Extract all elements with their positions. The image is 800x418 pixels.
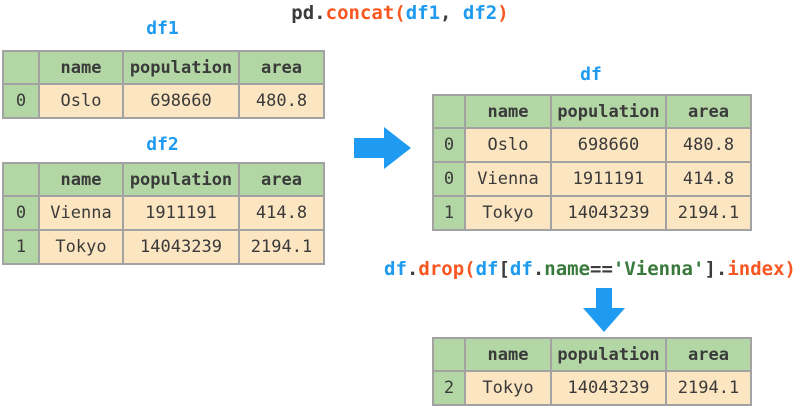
table-row: 0 Oslo 698660 480.8 — [2, 83, 325, 119]
code-token: [ — [498, 258, 510, 280]
header-cell-area: area — [238, 50, 325, 85]
code-concat: pd.concat(df1, df2) — [0, 2, 800, 24]
data-cell: 698660 — [122, 83, 240, 119]
data-cell: 14043239 — [550, 370, 667, 406]
data-cell: 480.8 — [665, 127, 752, 163]
code-token: concat( — [325, 2, 406, 24]
index-header-cell — [2, 162, 40, 197]
table-row: 0 Oslo 698660 480.8 — [432, 127, 752, 163]
index-cell: 0 — [432, 127, 466, 163]
data-cell: 414.8 — [238, 195, 325, 231]
data-cell: 14043239 — [122, 229, 240, 265]
code-token: df — [475, 258, 499, 280]
code-token: name — [544, 258, 591, 280]
header-cell-population: population — [122, 50, 240, 85]
table-row: 1 Tokyo 14043239 2194.1 — [432, 195, 752, 231]
code-token: df2 — [462, 2, 498, 24]
index-cell: 1 — [432, 195, 466, 231]
df1-title: df1 — [146, 18, 179, 39]
table-row: 2 Tokyo 14043239 2194.1 — [432, 370, 752, 406]
data-cell: Oslo — [464, 127, 552, 163]
data-cell: Vienna — [38, 195, 124, 231]
df-table: name population area 0 Oslo 698660 480.8… — [432, 94, 752, 231]
header-row: name population area — [2, 162, 325, 197]
index-header-cell — [432, 337, 466, 372]
code-token: drop( — [418, 258, 476, 280]
index-cell: 1 — [2, 229, 40, 265]
data-cell: 2194.1 — [665, 370, 752, 406]
data-cell: 1911191 — [122, 195, 240, 231]
table-row: 0 Vienna 1911191 414.8 — [432, 161, 752, 197]
data-cell: 2194.1 — [238, 229, 325, 265]
header-cell-name: name — [38, 50, 124, 85]
df2-title: df2 — [146, 134, 179, 155]
table-row: 1 Tokyo 14043239 2194.1 — [2, 229, 325, 265]
code-token: df1 — [405, 2, 441, 24]
header-cell-area: area — [238, 162, 325, 197]
header-cell-area: area — [665, 94, 752, 129]
data-cell: 698660 — [550, 127, 667, 163]
data-cell: Vienna — [464, 161, 552, 197]
code-token: . — [406, 258, 419, 280]
code-token: ) — [497, 2, 509, 24]
code-token: == — [590, 258, 613, 280]
header-row: name population area — [2, 50, 325, 85]
code-drop: df.drop(df[df.name=='Vienna'].index) — [370, 258, 800, 280]
index-cell: 0 — [432, 161, 466, 197]
code-token: df — [509, 258, 533, 280]
index-header-cell — [432, 94, 466, 129]
down-arrow-icon — [583, 288, 625, 332]
df1-table: name population area 0 Oslo 698660 480.8 — [2, 50, 325, 119]
code-token: df — [384, 258, 407, 280]
header-cell-population: population — [550, 337, 667, 372]
header-cell-population: population — [122, 162, 240, 197]
table-row: 0 Vienna 1911191 414.8 — [2, 195, 325, 231]
df-title: df — [580, 64, 602, 85]
data-cell: Tokyo — [38, 229, 124, 265]
data-cell: Tokyo — [464, 370, 552, 406]
code-token: . — [532, 258, 545, 280]
data-cell: Tokyo — [464, 195, 552, 231]
data-cell: 414.8 — [665, 161, 752, 197]
code-token: 'Vienna' — [612, 258, 705, 280]
code-token: ]. — [704, 258, 728, 280]
index-cell: 2 — [432, 370, 466, 406]
header-cell-area: area — [665, 337, 752, 372]
data-cell: Oslo — [38, 83, 124, 119]
code-token: pd. — [291, 2, 326, 24]
index-header-cell — [2, 50, 40, 85]
index-cell: 0 — [2, 195, 40, 231]
right-arrow-icon — [354, 127, 411, 169]
data-cell: 2194.1 — [665, 195, 752, 231]
df-dropped-table: name population area 2 Tokyo 14043239 21… — [432, 337, 752, 406]
header-cell-name: name — [464, 337, 552, 372]
index-cell: 0 — [2, 83, 40, 119]
header-row: name population area — [432, 94, 752, 129]
df2-table: name population area 0 Vienna 1911191 41… — [2, 162, 325, 265]
header-cell-name: name — [38, 162, 124, 197]
code-token: index) — [727, 258, 796, 280]
data-cell: 1911191 — [550, 161, 667, 197]
code-token: , — [440, 2, 463, 24]
header-row: name population area — [432, 337, 752, 372]
header-cell-population: population — [550, 94, 667, 129]
data-cell: 14043239 — [550, 195, 667, 231]
data-cell: 480.8 — [238, 83, 325, 119]
header-cell-name: name — [464, 94, 552, 129]
